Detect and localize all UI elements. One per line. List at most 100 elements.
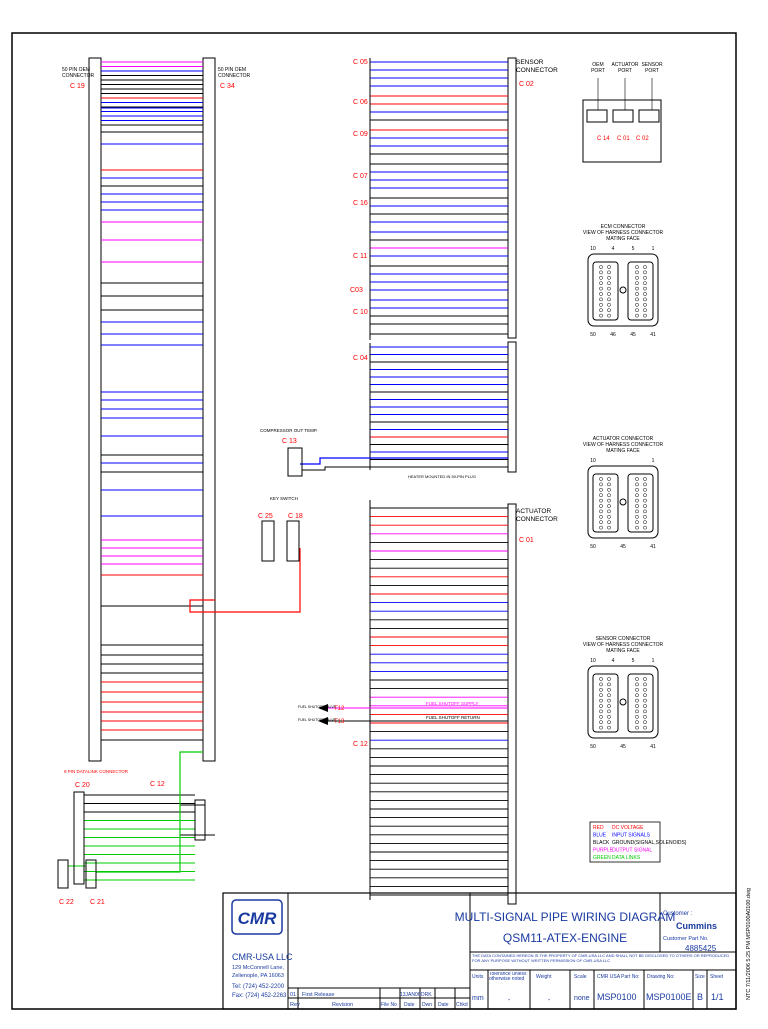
connector-c04-label: C 04 xyxy=(353,355,368,362)
actuator-connector-face-pin xyxy=(643,520,647,525)
date2-header: Date xyxy=(438,1002,449,1008)
legend-description: OUTPUT SIGNAL xyxy=(612,848,652,854)
sensor-connector-face-pin-label: 5 xyxy=(632,658,635,664)
ecm-port-c14: C 14 xyxy=(597,136,610,142)
ecm-connector-face-shell xyxy=(587,253,659,327)
actuator-connector-face-center-key xyxy=(619,498,627,506)
sensor-connector-face-pin xyxy=(599,682,603,687)
weight-value: - xyxy=(548,997,551,1004)
drawing-number: MSP0100E xyxy=(646,992,692,1002)
legend-code: BLACK xyxy=(593,840,610,846)
fuel-shutoff-supply-label: FUEL SHUTOFF SUPPLY xyxy=(426,701,478,706)
connector-c09-label: C 09 xyxy=(353,131,368,138)
sensor-connector-face-pin xyxy=(607,720,611,725)
ecm-connector-face-pin xyxy=(599,297,603,302)
actuator-connector-face-pin xyxy=(599,493,603,498)
ecm-connector-face-pin xyxy=(643,313,647,318)
company-address-1: 129 McConnell Lane, xyxy=(232,965,284,971)
ecm-connector-face-pin xyxy=(635,297,639,302)
ecm-connector-face-pin xyxy=(643,302,647,307)
weight-label: Weight xyxy=(536,974,552,980)
ecm-connector-face-pin xyxy=(607,265,611,269)
sensor-connector-face-pin xyxy=(643,687,647,692)
actuator-connector-face-pin xyxy=(643,514,647,519)
connector-c34-label: C 34 xyxy=(220,83,235,90)
legend-code: BLUE xyxy=(593,833,607,839)
ecm-connector-face-pin-label: 50 xyxy=(590,332,596,338)
actuator-connector-face-pin xyxy=(635,504,639,508)
plot-stamp: NTC 7/11/2006 5:25 PM MSP0100A0100.dwg xyxy=(746,888,752,1000)
connector-c07-label: C 07 xyxy=(353,173,368,180)
connector-c12-small xyxy=(194,799,206,841)
ecm-connector-face-pin xyxy=(635,270,639,275)
connector-c20-label: C 20 xyxy=(75,782,90,789)
ecm-connector-face-pin-label: 45 xyxy=(630,332,636,338)
sensor-connector-face-pin xyxy=(643,709,647,714)
datalink-label: 9 PIN DATALINK CONNECTOR xyxy=(64,769,129,774)
sensor-connector-face-pin xyxy=(607,714,611,719)
key-switch-c18 xyxy=(286,520,300,562)
connector-c25-label: C 25 xyxy=(258,513,273,520)
actuator-connector-face-shell xyxy=(587,465,659,539)
sensor-connector-face-shell xyxy=(587,665,659,739)
customer-part-label: Customer Part No. xyxy=(663,936,709,942)
actuator-connector-face-pin xyxy=(607,525,611,530)
sensor-connector-face-pin xyxy=(607,687,611,692)
sensor-connector-face-pin xyxy=(635,720,639,725)
sensor-connector-face-pin xyxy=(607,709,611,714)
actuator-connector-face-pin xyxy=(643,504,647,508)
legend-code: RED xyxy=(593,825,604,831)
ecm-connector-face-right-insert xyxy=(627,261,654,321)
connector-c21-body xyxy=(85,859,97,889)
sheet-value: 1/1 xyxy=(711,992,724,1002)
ecm-connector-face-pin xyxy=(607,308,611,313)
actuator-connector-face-pin xyxy=(643,482,647,487)
actuator-connector-face-pin xyxy=(635,487,639,492)
legend-code: PURPLE xyxy=(593,848,614,854)
ecm-connector-face-pin xyxy=(635,292,639,296)
sensor-connector-face-pin xyxy=(607,693,611,698)
sensor-connector-block-2 xyxy=(507,341,517,473)
legend-code: GREEN xyxy=(593,855,611,861)
drawing-label: Drawing No: xyxy=(647,974,675,980)
sensor-connector-face-pin xyxy=(635,677,639,681)
size-label: Size xyxy=(695,974,705,980)
actuator-connector-face-pin xyxy=(599,482,603,487)
actuator-connector-face-pin xyxy=(607,493,611,498)
ecm-connector-face-pin xyxy=(599,275,603,280)
actuator-connector-face-pin xyxy=(599,520,603,525)
sensor-connector-face-pin xyxy=(599,698,603,703)
scale-value: none xyxy=(574,995,590,1002)
actuator-connector-face-pin xyxy=(607,487,611,492)
actuator-connector-face-pin xyxy=(643,509,647,514)
sensor-connector-face-pin xyxy=(599,725,603,730)
sensor-connector-face-pin-label: 50 xyxy=(590,744,596,750)
connector-c11-label: C 11 xyxy=(353,253,367,260)
ecm-connector-face-pin xyxy=(599,270,603,275)
tolerance-box: Tolerance unless otherwise noted xyxy=(489,972,527,982)
actuator-connector-face-pin xyxy=(599,477,603,481)
connector-c21-label: C 21 xyxy=(90,899,105,906)
connector-c12-top-label: C 12 xyxy=(150,781,165,788)
compressor-wire xyxy=(300,457,508,465)
units-value: mm xyxy=(472,995,484,1002)
sensor-connector-face-pin xyxy=(599,687,603,692)
ecm-connector-face-pin xyxy=(635,281,639,286)
checked-header: Chkd xyxy=(456,1002,468,1008)
legend-description: DC VOLTAGE xyxy=(612,825,644,831)
heater-note: HEATER MOUNTED IN 50-PIN PLUG xyxy=(408,474,476,479)
actuator-connector-face-pin xyxy=(599,498,603,503)
ecm-connector-face-pin-label: 5 xyxy=(632,246,635,252)
size-value: B xyxy=(697,992,703,1002)
oem-connector-c19-block xyxy=(88,57,102,762)
sensor-connector-face-pin xyxy=(635,725,639,730)
legend-description: GROUND(SIGNAL,SOLENOIDS) xyxy=(612,840,687,846)
